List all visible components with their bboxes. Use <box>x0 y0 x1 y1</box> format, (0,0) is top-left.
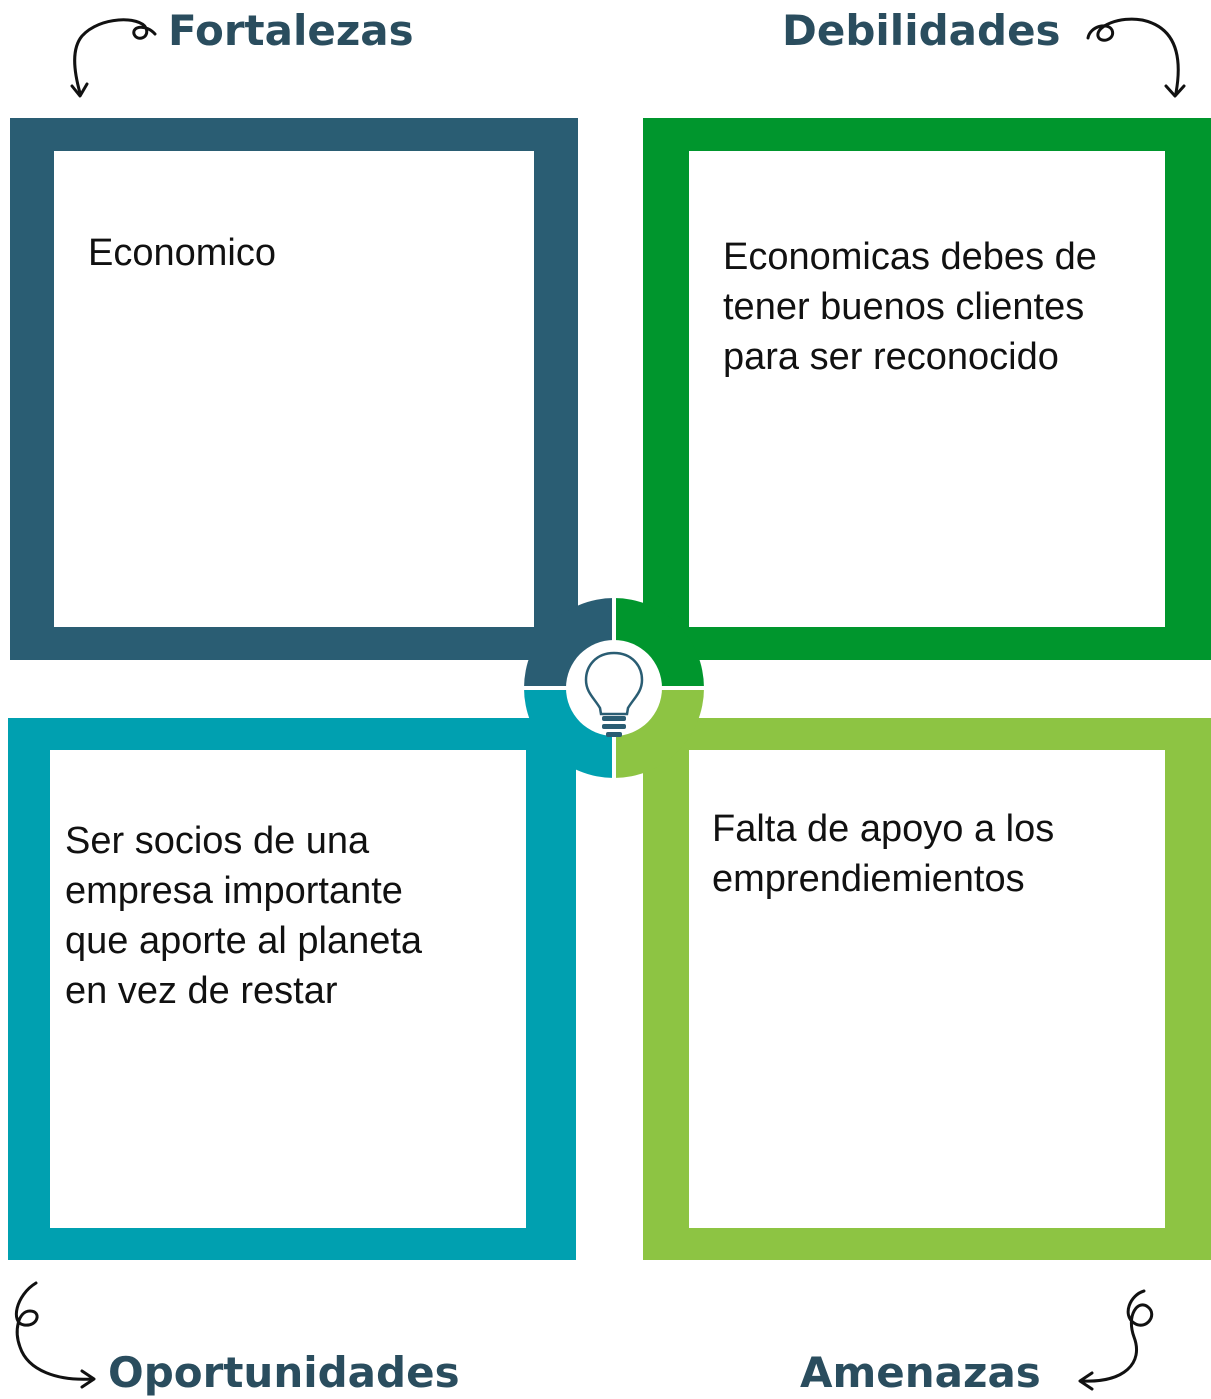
curly-arrow-icon <box>1086 17 1186 98</box>
amenazas-heading: Amenazas <box>800 1348 1041 1397</box>
fortalezas-text: Economico <box>88 232 276 274</box>
fortalezas-box <box>10 118 578 660</box>
debilidades-heading: Debilidades <box>782 6 1061 55</box>
curly-arrow-icon <box>14 1281 96 1389</box>
curly-arrow-icon <box>1078 1289 1154 1391</box>
fortalezas-heading: Fortalezas <box>168 6 414 55</box>
debilidades-text: Economicas debes de tener buenos cliente… <box>723 236 1097 378</box>
debilidades-box <box>643 118 1211 660</box>
amenazas-box <box>643 718 1211 1260</box>
center-hub <box>524 598 704 778</box>
lightbulb-icon <box>584 651 644 737</box>
oportunidades-box <box>8 718 576 1260</box>
amenazas-text: Falta de apoyo a los emprendiemientos <box>712 808 1055 900</box>
oportunidades-text: Ser socios de una empresa importante que… <box>65 820 423 1012</box>
oportunidades-heading: Oportunidades <box>108 1348 460 1397</box>
curly-arrow-icon <box>70 18 157 98</box>
